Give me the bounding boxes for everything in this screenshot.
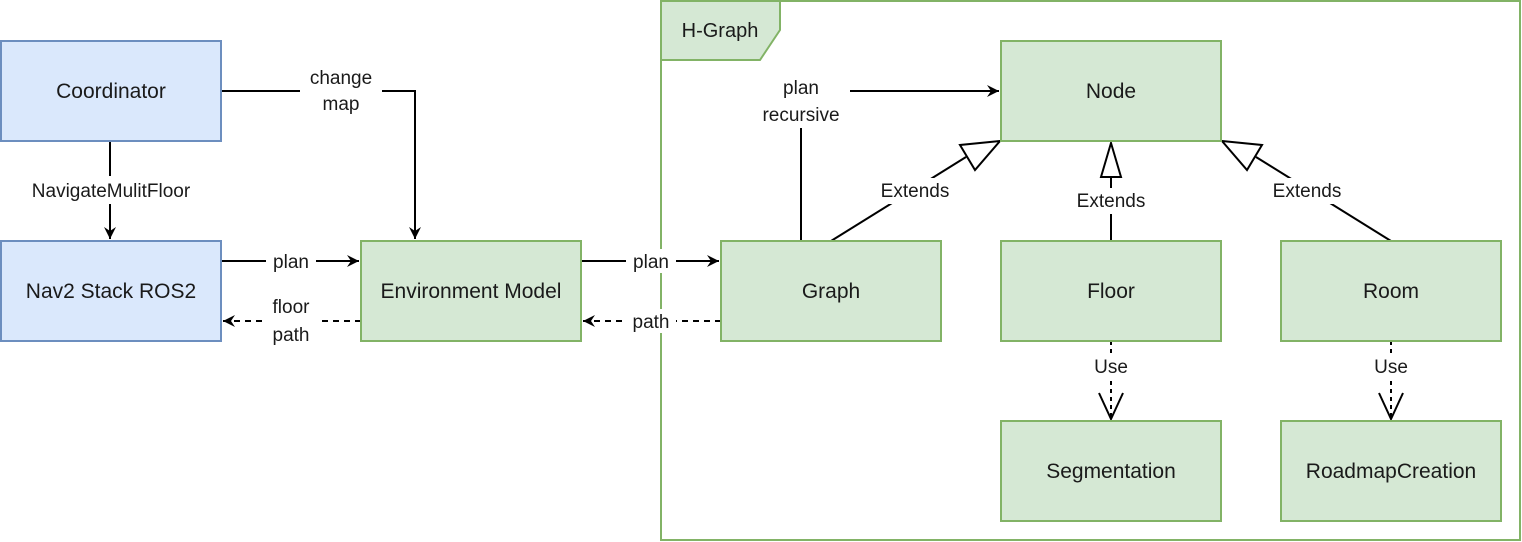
node-label: Node xyxy=(1086,80,1136,103)
environment-model-box[interactable]: Environment Model xyxy=(360,240,582,342)
segmentation-box[interactable]: Segmentation xyxy=(1000,420,1222,522)
label-plan-2: plan xyxy=(633,252,669,273)
edge-use-floor: Use xyxy=(1088,341,1134,422)
edge-navigate-multi-floor: NavigateMulitFloor xyxy=(18,141,204,239)
edge-floor-path: floor path xyxy=(223,292,361,348)
nav2-stack-label: Nav2 Stack ROS2 xyxy=(26,280,196,303)
edge-extends-room: Extends xyxy=(1219,139,1392,242)
label-path-2: path xyxy=(633,312,670,333)
node-box[interactable]: Node xyxy=(1000,40,1222,142)
edge-extends-floor: Extends xyxy=(1068,139,1154,241)
label-use-room: Use xyxy=(1374,357,1408,378)
room-box[interactable]: Room xyxy=(1280,240,1502,342)
graph-label: Graph xyxy=(802,280,860,303)
edge-change-map: change map xyxy=(221,64,421,239)
label-path-1: path xyxy=(273,325,310,346)
label-extends-graph: Extends xyxy=(881,181,950,202)
frame-title: H-Graph xyxy=(682,20,759,42)
label-floor: floor xyxy=(273,297,311,318)
graph-box[interactable]: Graph xyxy=(720,240,942,342)
segmentation-label: Segmentation xyxy=(1046,460,1176,483)
label-change: change xyxy=(310,68,372,89)
room-label: Room xyxy=(1363,280,1419,303)
label-recursive: recursive xyxy=(762,105,839,126)
edge-path-graph-env: path xyxy=(583,309,721,333)
label-use-floor: Use xyxy=(1094,357,1128,378)
edge-extends-graph: Extends xyxy=(830,139,1003,242)
nav2-stack-box[interactable]: Nav2 Stack ROS2 xyxy=(0,240,222,342)
floor-box[interactable]: Floor xyxy=(1000,240,1222,342)
floor-label: Floor xyxy=(1087,280,1135,303)
environment-model-label: Environment Model xyxy=(381,280,562,303)
label-navigate: NavigateMulitFloor xyxy=(32,181,191,202)
label-plan-3: plan xyxy=(783,78,819,99)
coordinator-box[interactable]: Coordinator xyxy=(0,40,222,142)
label-plan-1: plan xyxy=(273,252,309,273)
edge-plan-recursive: plan recursive xyxy=(752,72,999,241)
coordinator-label: Coordinator xyxy=(56,80,166,103)
edge-plan-nav-env: plan xyxy=(221,249,359,273)
label-map: map xyxy=(323,94,360,115)
label-extends-floor: Extends xyxy=(1077,191,1146,212)
roadmap-creation-box[interactable]: RoadmapCreation xyxy=(1280,420,1502,522)
roadmap-creation-label: RoadmapCreation xyxy=(1306,460,1476,483)
edge-plan-env-graph: plan xyxy=(581,249,719,273)
label-extends-room: Extends xyxy=(1273,181,1342,202)
edge-use-room: Use xyxy=(1368,341,1414,422)
